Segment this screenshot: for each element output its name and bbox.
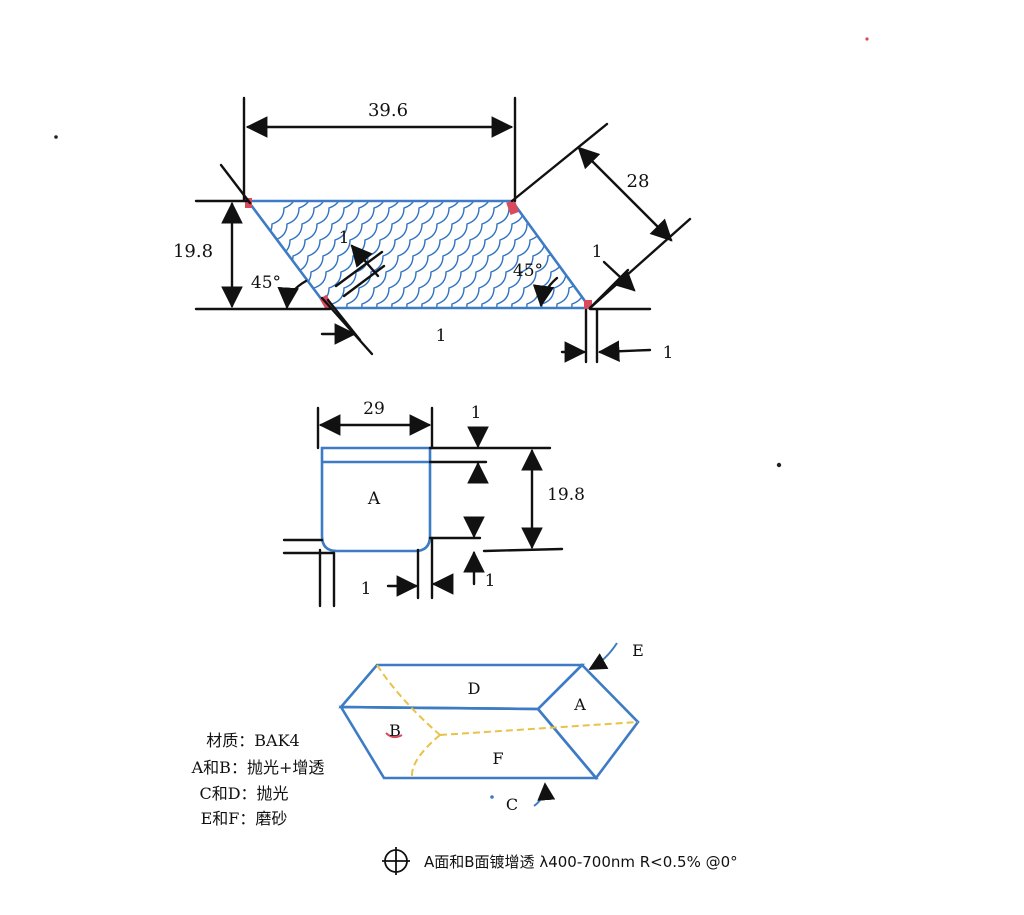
angle-arc-right bbox=[532, 276, 559, 308]
extension-line bbox=[482, 547, 564, 553]
stray-dot bbox=[776, 462, 782, 468]
extension-line bbox=[588, 217, 692, 310]
stray-dot bbox=[54, 135, 58, 139]
hatch-line bbox=[248, 201, 312, 308]
iso-label-a: A bbox=[573, 695, 586, 714]
chamfer-dim-line bbox=[350, 244, 380, 278]
iso-end-face bbox=[536, 663, 640, 781]
dim-side-chamfer-bl: 1 bbox=[361, 579, 372, 599]
spec-ef: E和F：磨砂 bbox=[201, 809, 288, 828]
hatch-line bbox=[248, 201, 297, 308]
top-view: 39.6 19.8 28 45° 45° 1 1 1 bbox=[173, 96, 716, 364]
iso-front-face bbox=[338, 705, 599, 780]
chamfer-dim-line bbox=[342, 264, 386, 298]
hatch-line bbox=[409, 201, 507, 308]
side-face-outline bbox=[320, 446, 432, 553]
coating-text: A面和B面镀增透 λ400-700nm R<0.5% @0° bbox=[424, 853, 738, 871]
hidden-edge bbox=[439, 721, 639, 736]
hatch-line bbox=[605, 192, 701, 320]
surface-symbol-icon bbox=[382, 847, 410, 875]
dim-side-width: 29 bbox=[363, 399, 385, 419]
iso-label-e: E bbox=[632, 641, 644, 660]
hatch-line bbox=[394, 201, 492, 308]
hatch-line bbox=[589, 201, 590, 308]
chamfer-marker bbox=[506, 199, 520, 215]
hatch-line bbox=[544, 201, 590, 308]
chamfer-marker bbox=[584, 300, 592, 309]
hidden-edge bbox=[410, 734, 441, 779]
hatch-line bbox=[259, 201, 357, 308]
dim-slant-length: 28 bbox=[627, 171, 650, 192]
hatch-line bbox=[248, 201, 327, 308]
hatch-line bbox=[620, 192, 716, 320]
spec-material: 材质：BAK4 bbox=[206, 731, 299, 750]
angle-left: 45° bbox=[251, 273, 281, 293]
hatch-line bbox=[364, 201, 462, 308]
spec-ab: A和B：抛光+增透 bbox=[191, 758, 325, 777]
chamfer-dim-line bbox=[588, 268, 630, 310]
hatch-line bbox=[379, 201, 477, 308]
marker-tick bbox=[385, 732, 403, 739]
hidden-edge bbox=[376, 664, 441, 736]
hatch-line bbox=[424, 201, 522, 308]
stray-dot bbox=[865, 37, 869, 41]
dim-height: 19.8 bbox=[173, 241, 213, 262]
hatch-pattern bbox=[248, 192, 716, 320]
chamfer-dim-line bbox=[602, 260, 636, 292]
dim-chamfer-4: 1 bbox=[663, 343, 674, 363]
dim-chamfer-3: 1 bbox=[592, 242, 603, 262]
spec-block: 材质：BAK4 A和B：抛光+增透 C和D：抛光 E和F：磨砂 bbox=[191, 731, 325, 828]
dim-chamfer-1: 1 bbox=[339, 228, 350, 248]
dim-chamfer-2: 1 bbox=[436, 326, 447, 346]
dim-top-width: 39.6 bbox=[368, 100, 408, 121]
hatch-line bbox=[334, 201, 432, 308]
angle-right: 45° bbox=[513, 261, 543, 281]
iso-view: D A B F E C bbox=[338, 641, 644, 814]
dim-side-chamfer-br: 1 bbox=[485, 571, 496, 591]
dim-side-height: 19.8 bbox=[547, 485, 585, 505]
side-view: A 29 19.8 1 1 1 bbox=[282, 399, 585, 608]
dim-side-chamfer-top: 1 bbox=[471, 403, 482, 423]
chamfer-dim-line bbox=[334, 250, 384, 288]
side-face-label: A bbox=[367, 489, 381, 509]
dimension-line-slant bbox=[577, 146, 673, 242]
iso-label-b: B bbox=[389, 721, 401, 740]
leader-c bbox=[533, 782, 556, 807]
hatch-line bbox=[559, 201, 590, 308]
coating-note: A面和B面镀增透 λ400-700nm R<0.5% @0° bbox=[382, 847, 738, 875]
angle-arc-left bbox=[277, 279, 308, 310]
extension-line bbox=[219, 163, 252, 205]
iso-label-d: D bbox=[468, 679, 481, 698]
leader-e bbox=[588, 642, 618, 670]
hatch-line bbox=[349, 201, 447, 308]
iso-label-f: F bbox=[492, 749, 503, 768]
iso-label-c: C bbox=[506, 795, 518, 814]
chamfer-dim-line bbox=[597, 340, 652, 363]
extension-line bbox=[510, 122, 609, 203]
leader-dot bbox=[490, 795, 494, 799]
spec-cd: C和D：抛光 bbox=[199, 784, 288, 803]
